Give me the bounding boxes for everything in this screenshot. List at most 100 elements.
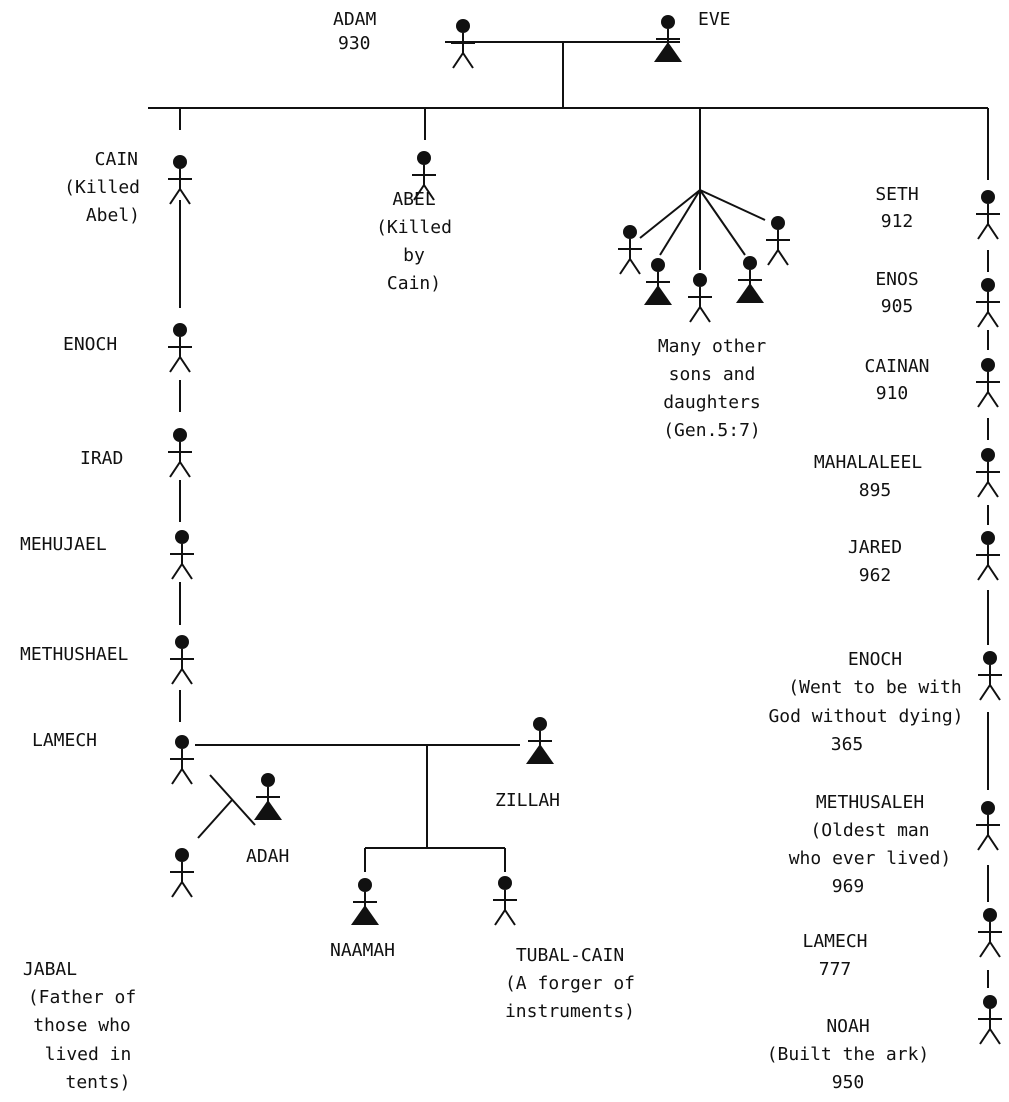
other-son-figure (618, 225, 642, 275)
other-daughter-figure (644, 258, 672, 305)
figure-head (498, 876, 512, 890)
figure-head (981, 358, 995, 372)
figure-leg (423, 184, 435, 201)
others-fan-line (639, 189, 701, 239)
figure-head (358, 878, 372, 892)
figure-leg (181, 668, 193, 685)
others-fan-line (659, 189, 701, 256)
zillah-label: ZILLAH (495, 790, 560, 811)
figure-skirt (254, 800, 282, 820)
lamech-adah-descent-line (197, 799, 233, 839)
adah-figure (254, 773, 282, 820)
figure-leg (987, 564, 999, 581)
figure-leg (179, 356, 191, 373)
lamech-adah-marriage-line (209, 774, 256, 826)
mehujael-label: MEHUJAEL (20, 534, 107, 555)
figure-leg (987, 481, 999, 498)
zillah-figure (526, 717, 554, 764)
figure-head (693, 273, 707, 287)
figure-leg (989, 1028, 1001, 1045)
figure-head (771, 216, 785, 230)
figure-leg (169, 188, 181, 205)
adah-label: ADAH (246, 846, 289, 867)
figure-leg (413, 184, 425, 201)
figure-head (175, 530, 189, 544)
figure-leg (171, 563, 183, 580)
figure-leg (979, 684, 991, 701)
eve-figure (654, 15, 682, 62)
enoch-seth-figure (978, 651, 1002, 701)
figure-head (261, 773, 275, 787)
figure-head (981, 801, 995, 815)
figure-head (173, 323, 187, 337)
seth-figure (976, 190, 1000, 240)
figure-head (981, 448, 995, 462)
figure-leg (987, 834, 999, 851)
figure-leg (777, 249, 789, 266)
figure-skirt (526, 744, 554, 764)
figure-leg (989, 684, 1001, 701)
cainan-figure (976, 358, 1000, 408)
methushael-figure (170, 635, 194, 685)
noah-label: NOAH(Built the ark)950 (767, 1016, 930, 1093)
figure-leg (989, 941, 1001, 958)
others-fan-line (699, 189, 766, 221)
figure-leg (171, 668, 183, 685)
figure-leg (179, 461, 191, 478)
figure-leg (987, 223, 999, 240)
figure-leg (169, 461, 181, 478)
tubal-cain-figure (493, 876, 517, 926)
figure-leg (629, 258, 641, 275)
noah-figure (978, 995, 1002, 1045)
figure-head (983, 908, 997, 922)
enos-figure (976, 278, 1000, 328)
irad-label: IRAD (80, 448, 123, 469)
figure-head (983, 995, 997, 1009)
figure-leg (987, 391, 999, 408)
figure-leg (179, 188, 191, 205)
figure-leg (181, 563, 193, 580)
mehujael-figure (170, 530, 194, 580)
figure-leg (462, 52, 474, 69)
figure-leg (171, 768, 183, 785)
figure-head (743, 256, 757, 270)
adam-figure (451, 19, 475, 69)
figure-head (456, 19, 470, 33)
figure-head (981, 190, 995, 204)
abel-figure (412, 151, 436, 201)
methushael-label: METHUSHAEL (20, 644, 129, 665)
figure-leg (979, 1028, 991, 1045)
irad-figure (168, 428, 192, 478)
figure-head (651, 258, 665, 272)
figure-head (173, 155, 187, 169)
other-daughter-figure (736, 256, 764, 303)
figure-leg (699, 306, 711, 323)
figure-leg (977, 564, 989, 581)
enoch-cain-label: ENOCH (63, 334, 117, 355)
figure-head (175, 635, 189, 649)
figure-head (661, 15, 675, 29)
lamech-seth-figure (978, 908, 1002, 958)
figure-skirt (644, 285, 672, 305)
lamech-cain-label: LAMECH (32, 730, 97, 751)
jabal-figure (170, 848, 194, 898)
figure-head (983, 651, 997, 665)
figure-leg (169, 356, 181, 373)
figure-leg (689, 306, 701, 323)
figure-head (175, 848, 189, 862)
figure-skirt (351, 905, 379, 925)
figure-leg (979, 941, 991, 958)
figure-leg (977, 481, 989, 498)
figure-leg (181, 768, 193, 785)
enoch-cain-figure (168, 323, 192, 373)
lamech-cain-figure (170, 735, 194, 785)
figure-leg (181, 881, 193, 898)
figures-layer (168, 15, 1002, 1045)
connector-lines (148, 41, 989, 988)
